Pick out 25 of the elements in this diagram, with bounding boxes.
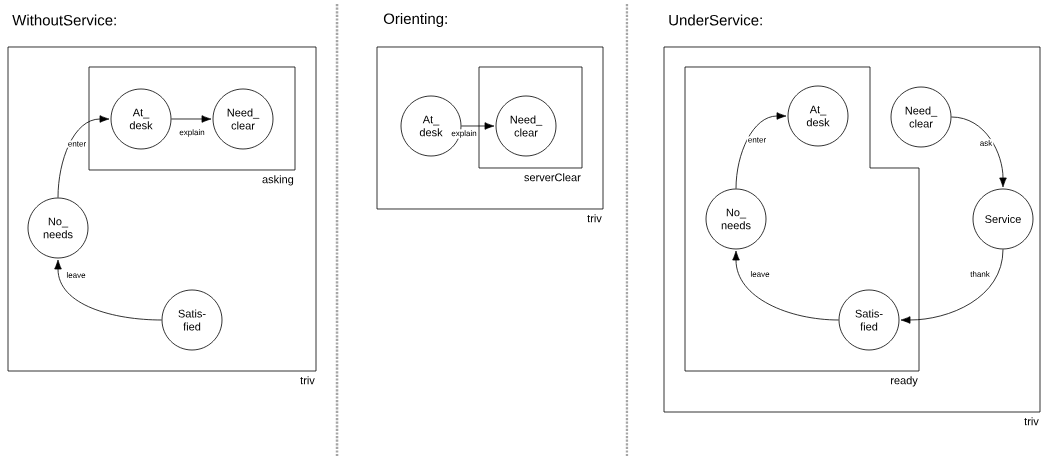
edge-label: leave (65, 271, 87, 279)
panel-title: Orienting: (383, 13, 447, 27)
transition-arrow (461, 122, 495, 130)
transition-arrow (900, 249, 1004, 324)
node-label: triv (300, 376, 315, 385)
node-label: asking (262, 175, 294, 186)
node-label: triv (587, 214, 602, 223)
panel-title: WithoutService: (12, 14, 116, 26)
transition-arrow (732, 250, 839, 321)
node-label: serverClear (524, 173, 581, 182)
transition-arrow (951, 116, 1007, 188)
node-label: ready (891, 376, 918, 387)
edge-label: thank (969, 270, 991, 278)
transition-arrow (735, 112, 787, 189)
transition-arrow (171, 115, 212, 123)
edge-label: enter (746, 136, 768, 144)
edge-label: enter (66, 140, 88, 148)
panel-title: UnderService: (669, 14, 762, 26)
edge-label: explain (178, 128, 206, 138)
edge-label: explain (450, 129, 478, 139)
transition-arrow (57, 115, 110, 198)
node-label: triv (1024, 417, 1039, 426)
edge-label: leave (749, 270, 771, 278)
transition-arrow (54, 259, 162, 321)
edge-label: ask (978, 139, 994, 147)
